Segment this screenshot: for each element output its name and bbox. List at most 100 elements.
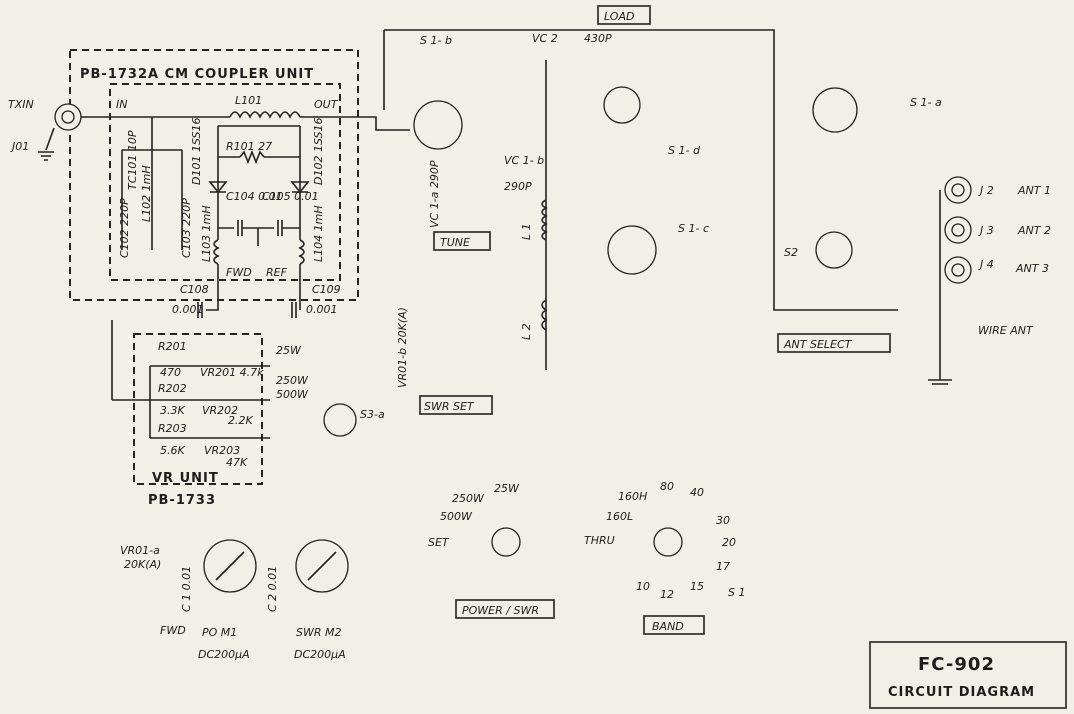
vr01a-label: VR01-a [120,544,160,557]
title-block: FC-902 CIRCUIT DIAGRAM [869,641,1067,709]
diagram-subtitle: CIRCUIT DIAGRAM [888,685,1035,700]
tuner-section: LOAD S 1- b VC 2 430P S 1- d S 1- c S 1-… [383,5,942,370]
vr01a-value: 20K(A) [124,558,161,571]
power-swr-switch: 25W 250W 500W SET POWER / SWR [428,482,555,619]
j3-label: J 3 [978,224,994,237]
vr201-label: VR201 4.7k [200,366,264,379]
m2-spec: DC200µA [294,648,346,661]
s3-250w-label: 250W [276,374,309,387]
vc2-value: 430P [584,32,612,45]
vc1a-label: VC 1-a 290P [428,160,441,228]
r203-label: R203 [158,422,187,435]
band-12-label: 12 [660,588,674,601]
out-label: OUT [314,98,339,111]
model-title: FC-902 [918,654,995,675]
vr202-label: VR202 [202,404,238,417]
s1b-label: S 1- b [420,34,452,47]
antenna-section: S2 J 2 ANT 1 J 3 ANT 2 J 4 ANT 3 WIRE AN… [773,100,1051,385]
band-15-label: 15 [690,580,704,593]
vr-unit-title: VR UNIT [152,471,219,486]
s1a-label: S 1- a [910,96,942,109]
d101-label: D101 1SS16 [190,117,203,185]
vc1b-value: 290P [504,180,532,193]
s3-500w-label: 500W [276,388,309,401]
r202-label: R202 [158,382,187,395]
ant1-label: ANT 1 [1017,184,1051,197]
meters: C 1 0.01 C 2 0.01 FWD PO M1 DC200µA SWR … [160,539,349,661]
band-30-label: 30 [716,514,730,527]
l104-label: L104 1mH [312,205,325,262]
c105-label: C105 0.01 [262,190,319,203]
psw-250w-label: 250W [452,492,485,505]
c1-label: C 1 0.01 [180,566,193,612]
band-10-label: 10 [636,580,650,593]
vc2-label: VC 2 [532,32,558,45]
l1-label: L 1 [520,223,533,240]
m1-spec: DC200µA [198,648,250,661]
vc1b-label: VC 1- b [504,154,544,167]
c103-label: C103 220P [180,198,193,258]
ant-select-label: ANT SELECT [783,338,853,351]
ant2-label: ANT 2 [1017,224,1051,237]
psw-set-label: SET [428,536,450,549]
j01-label: J01 [10,140,29,153]
c109-label: C109 [312,283,341,296]
psw-25w-label: 25W [494,482,520,495]
power-swr-label: POWER / SWR [462,604,539,617]
r101-label: R101 27 [226,140,272,153]
c2-label: C 2 0.01 [266,566,279,612]
vr01b-label: VR01-b 20K(A) [396,307,409,388]
band-160h-label: 160H [618,490,647,503]
wire-ant-label: WIRE ANT [978,324,1034,337]
r202-value: 3.3K [160,404,185,417]
l2-label: L 2 [520,323,533,340]
c108-label: C108 [180,283,209,296]
band-17-label: 17 [716,560,730,573]
c101-label: TC101 10P [126,130,139,190]
tx-input-jack: TXIN J01 [8,98,82,161]
vr203-label: VR203 [204,444,240,457]
l102-label: L102 1mH [140,165,153,222]
band-thru-label: THRU [584,534,615,547]
load-label: LOAD [604,10,634,23]
swr-set-label: SWR SET [424,400,475,413]
tune-label: TUNE [440,236,470,249]
band-40-label: 40 [690,486,704,499]
s1d-label: S 1- d [668,144,701,157]
ant3-label: ANT 3 [1015,262,1049,275]
l101-label: L101 [235,94,262,107]
c102-label: C102 220P [118,198,131,258]
band-s1-label: S 1 [728,586,745,599]
in-label: IN [116,98,127,111]
band-label: BAND [652,620,684,633]
meter-fwd-label: FWD [160,624,186,637]
c104-label: C104 0.01 [226,190,283,203]
band-switch: 160H 80 40 160L 30 THRU 20 17 10 12 15 S… [584,480,745,635]
s2-label: S2 [784,246,798,259]
band-20-label: 20 [722,536,736,549]
d102-label: D102 1SS16 [312,117,325,185]
s3-25w-label: 25W [276,344,302,357]
vr203-value: 47K [226,456,248,469]
r203-value: 5.6K [160,444,185,457]
m1-label: PO M1 [202,626,237,639]
r201-value: 470 [160,366,181,379]
fwd-label: FWD [226,266,252,279]
band-160l-label: 160L [606,510,633,523]
s3a-label: S3-a [360,408,385,421]
ref-label: REF [266,266,288,279]
s1c-label: S 1- c [678,222,709,235]
band-80-label: 80 [660,480,674,493]
vr202-value: 2.2K [228,414,253,427]
coupler-title: PB-1732A CM COUPLER UNIT [80,67,314,82]
l103-label: L103 1mH [200,205,213,262]
vr-unit: VR UNIT PB-1733 R201 470 VR201 4.7k R202… [111,320,385,508]
j2-label: J 2 [978,184,994,197]
c109-value: 0.001 [306,303,338,316]
coupler-unit: PB-1732A CM COUPLER UNIT IN OUT FWD REF … [69,49,410,318]
psw-500w-label: 500W [440,510,473,523]
c108-value: 0.001 [172,303,204,316]
m2-label: SWR M2 [296,626,342,639]
r201-label: R201 [158,340,187,353]
